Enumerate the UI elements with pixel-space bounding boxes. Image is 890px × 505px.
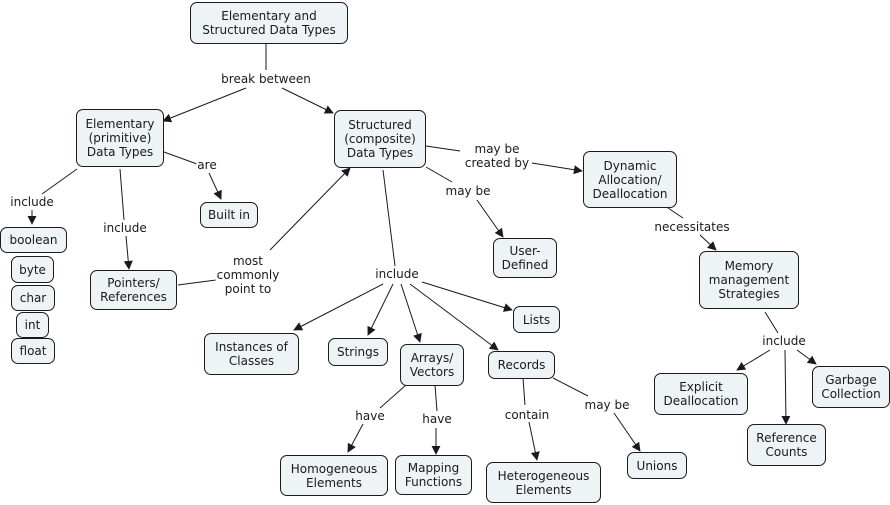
connector bbox=[796, 349, 817, 365]
connector bbox=[379, 384, 407, 409]
connector bbox=[367, 283, 394, 336]
link-most-commonly-point-to: most commonly point to bbox=[215, 254, 281, 296]
link-include-memory: include bbox=[761, 334, 807, 348]
concept-refcounts[interactable]: Reference Counts bbox=[747, 424, 826, 466]
connector bbox=[434, 384, 438, 412]
concept-int[interactable]: int bbox=[16, 312, 49, 338]
concept-lists[interactable]: Lists bbox=[513, 306, 560, 333]
concept-strings[interactable]: Strings bbox=[328, 338, 388, 366]
link-are: are bbox=[196, 158, 218, 172]
connector bbox=[781, 349, 791, 425]
connector bbox=[764, 311, 779, 334]
connector bbox=[613, 412, 641, 452]
connector bbox=[476, 199, 504, 238]
connector bbox=[531, 162, 583, 175]
concept-built-in[interactable]: Built in bbox=[200, 202, 258, 228]
concept-explicit[interactable]: Explicit Deallocation bbox=[654, 373, 748, 415]
connector bbox=[699, 234, 717, 251]
connector bbox=[163, 151, 198, 165]
concept-instances[interactable]: Instances of Classes bbox=[204, 333, 299, 375]
connector bbox=[425, 145, 461, 152]
link-break-between: break between bbox=[220, 72, 312, 86]
connector bbox=[425, 166, 453, 183]
concept-boolean[interactable]: boolean bbox=[0, 227, 67, 253]
concept-char[interactable]: char bbox=[11, 285, 55, 311]
connector bbox=[400, 283, 422, 343]
concept-arrays[interactable]: Arrays/ Vectors bbox=[400, 344, 464, 386]
connector bbox=[421, 281, 513, 312]
concept-unions[interactable]: Unions bbox=[627, 452, 687, 479]
concept-heterogeneous[interactable]: Heterogeneous Elements bbox=[486, 462, 601, 503]
connector bbox=[522, 377, 526, 406]
connector bbox=[552, 377, 589, 397]
link-include-pointers: include bbox=[102, 221, 148, 235]
concept-elementary[interactable]: Elementary (primitive) Data Types bbox=[76, 109, 164, 167]
link-may-be-unions: may be bbox=[583, 398, 631, 412]
connector bbox=[269, 167, 351, 251]
concept-memory[interactable]: Memory management Strategies bbox=[699, 251, 799, 309]
connector bbox=[347, 423, 364, 453]
connector bbox=[293, 283, 384, 331]
connector bbox=[281, 87, 334, 114]
concept-user-defined[interactable]: User- Defined bbox=[493, 238, 557, 278]
concept-byte[interactable]: byte bbox=[11, 256, 54, 283]
link-may-be-created-by: may be created by bbox=[463, 142, 531, 170]
link-contain: contain bbox=[503, 408, 551, 422]
connector bbox=[208, 172, 222, 200]
connector bbox=[41, 168, 78, 195]
concept-structured[interactable]: Structured (composite) Data Types bbox=[334, 110, 426, 168]
connector bbox=[177, 279, 217, 286]
concept-mapping[interactable]: Mapping Functions bbox=[395, 455, 472, 495]
link-have-homogeneous: have bbox=[354, 409, 386, 423]
connector bbox=[162, 87, 247, 123]
link-may-be-user-defined: may be bbox=[444, 184, 492, 198]
concept-root[interactable]: Elementary and Structured Data Types bbox=[190, 2, 348, 44]
connector bbox=[123, 235, 133, 270]
concept-dynamic[interactable]: Dynamic Allocation/ Deallocation bbox=[583, 151, 677, 208]
link-have-mapping: have bbox=[421, 412, 453, 426]
connector bbox=[382, 169, 396, 267]
link-necessitates: necessitates bbox=[653, 220, 731, 234]
concept-homogeneous[interactable]: Homogeneous Elements bbox=[280, 455, 388, 496]
connector bbox=[528, 421, 540, 461]
link-include-structured: include bbox=[374, 267, 420, 281]
link-include-elementary: include bbox=[9, 195, 55, 209]
concept-garbage[interactable]: Garbage Collection bbox=[812, 366, 890, 408]
concept-records[interactable]: Records bbox=[488, 351, 555, 379]
connector bbox=[736, 349, 771, 371]
connector bbox=[667, 207, 684, 219]
connector bbox=[409, 283, 499, 351]
connector bbox=[119, 168, 125, 221]
concept-float[interactable]: float bbox=[11, 338, 55, 364]
concept-pointers[interactable]: Pointers/ References bbox=[90, 270, 177, 310]
